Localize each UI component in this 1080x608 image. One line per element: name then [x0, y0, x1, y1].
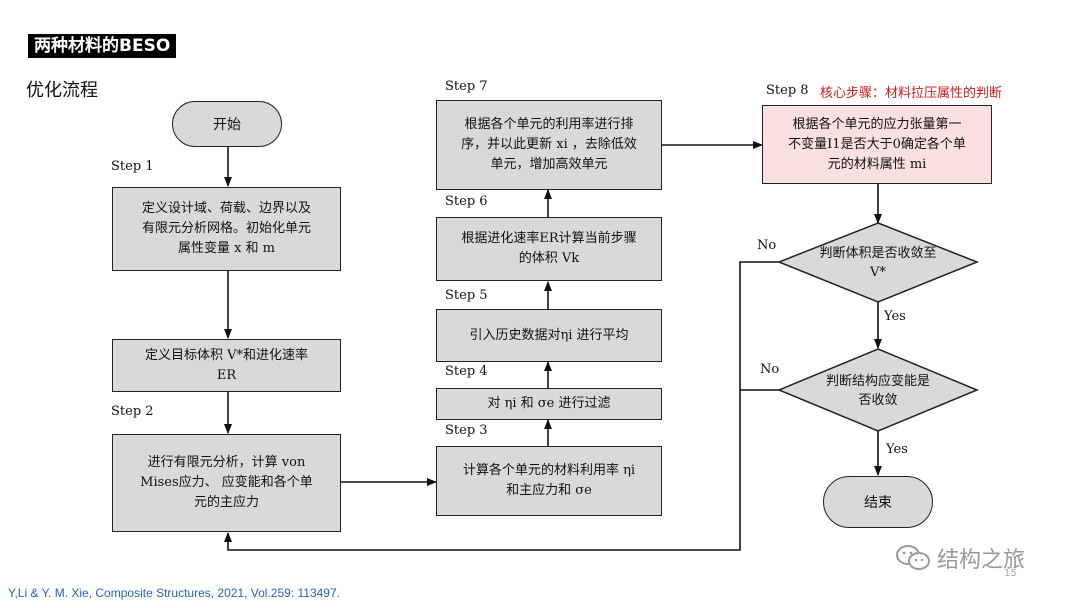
- fea-line-3: 元的主应力: [193, 495, 259, 510]
- step-6-label: Step 6: [445, 194, 488, 209]
- branch-no-volume: No: [757, 238, 777, 253]
- define-domain-box: 定义设计域、荷载、边界以及 有限元分析网格。初始化单元 属性变量 x 和 m: [112, 187, 341, 271]
- material-attr-box: 根据各个单元的应力张量第一 不变量I1是否大于0确定各个单 元的材料属性 mi: [762, 105, 992, 184]
- material-attr-line-1: 根据各个单元的应力张量第一: [792, 116, 962, 132]
- step-3-label: Step 3: [445, 423, 488, 438]
- loop-no-volume: [224, 261, 779, 551]
- start-label: 开始: [213, 117, 241, 133]
- citation: Y,Li & Y. M. Xie, Composite Structures, …: [8, 586, 340, 600]
- material-attr-line-3: 元的材料属性 mi: [827, 156, 927, 172]
- watermark-text: 结构之旅: [937, 548, 1026, 573]
- wechat-icon: [896, 545, 930, 570]
- fea-line-2: Mises应力、 应变能和各个单: [140, 475, 313, 490]
- define-domain-line-3: 属性变量 x 和 m: [177, 241, 276, 256]
- branch-no-strain: No: [760, 362, 780, 377]
- step-7-label: Step 7: [445, 79, 488, 94]
- compute-util-box: 计算各个单元的材料利用率 ηi 和主应力和 σe: [436, 446, 662, 516]
- step-4-label: Step 4: [445, 364, 488, 379]
- history-avg-box: 引入历史数据对ηi 进行平均: [436, 309, 662, 362]
- slide-title: 两种材料的BESO: [28, 34, 177, 58]
- material-attr-line-2: 不变量I1是否大于0确定各个单: [788, 136, 966, 152]
- decision-strain-line-2: 否收敛: [858, 393, 898, 408]
- compute-util-line-2: 和主应力和 σe: [506, 483, 592, 498]
- step-1-label: Step 1: [111, 159, 154, 174]
- define-target-line-1: 定义目标体积 V*和进化速率: [144, 347, 309, 363]
- define-domain-line-2: 有限元分析网格。初始化单元: [141, 221, 311, 236]
- fea-box: 进行有限元分析，计算 von Mises应力、 应变能和各个单 元的主应力: [112, 434, 341, 532]
- decision-volume-line-1: 判断体积是否收敛至: [819, 246, 937, 261]
- compute-volume-line-1: 根据进化速率ER计算当前步骤: [461, 231, 637, 246]
- step-2-label: Step 2: [111, 404, 154, 419]
- decision-volume-shape: [776, 222, 980, 303]
- decision-volume-line-2: V*: [870, 265, 886, 280]
- start-node: 开始: [172, 101, 282, 147]
- decision-strain-shape: [777, 348, 979, 432]
- decision-strain-line-1: 判断结构应变能是: [825, 374, 930, 389]
- filter-label: 对 ηi 和 σe 进行过滤: [487, 396, 611, 411]
- history-avg-label: 引入历史数据对ηi 进行平均: [469, 327, 629, 343]
- page-number: 15: [1004, 568, 1017, 579]
- branch-yes-strain: Yes: [886, 442, 908, 457]
- step-5-label: Step 5: [445, 288, 488, 303]
- sort-update-line-2: 序，并以此更新 xi ，去除低效: [461, 137, 637, 152]
- define-domain-line-1: 定义设计域、荷载、边界以及: [141, 201, 311, 216]
- end-node: 结束: [823, 476, 933, 528]
- decision-volume: 判断体积是否收敛至 V*: [800, 244, 956, 282]
- filter-box: 对 ηi 和 σe 进行过滤: [436, 388, 662, 420]
- compute-util-line-1: 计算各个单元的材料利用率 ηi: [462, 463, 636, 478]
- compute-volume-box: 根据进化速率ER计算当前步骤 的体积 Vk: [436, 217, 662, 281]
- define-target-line-2: ER: [216, 367, 237, 383]
- branch-yes-volume: Yes: [884, 309, 906, 324]
- decision-strain: 判断结构应变能是 否收敛: [800, 372, 956, 410]
- sort-update-line-3: 单元，增加高效单元: [490, 157, 608, 172]
- define-target-box: 定义目标体积 V*和进化速率 ER: [112, 339, 341, 392]
- fea-line-1: 进行有限元分析，计算 von: [147, 455, 306, 470]
- sort-update-box: 根据各个单元的利用率进行排 序，并以此更新 xi ，去除低效 单元，增加高效单元: [436, 100, 662, 190]
- step-8-note: 核心步骤：材料拉压属性的判断: [820, 86, 1003, 101]
- watermark: 结构之旅: [895, 542, 1025, 574]
- end-label: 结束: [864, 495, 892, 511]
- compute-volume-line-2: 的体积 Vk: [518, 251, 580, 266]
- sort-update-line-1: 根据各个单元的利用率进行排: [464, 117, 634, 132]
- slide-subtitle: 优化流程: [26, 80, 98, 101]
- step-8-label: Step 8: [766, 83, 809, 98]
